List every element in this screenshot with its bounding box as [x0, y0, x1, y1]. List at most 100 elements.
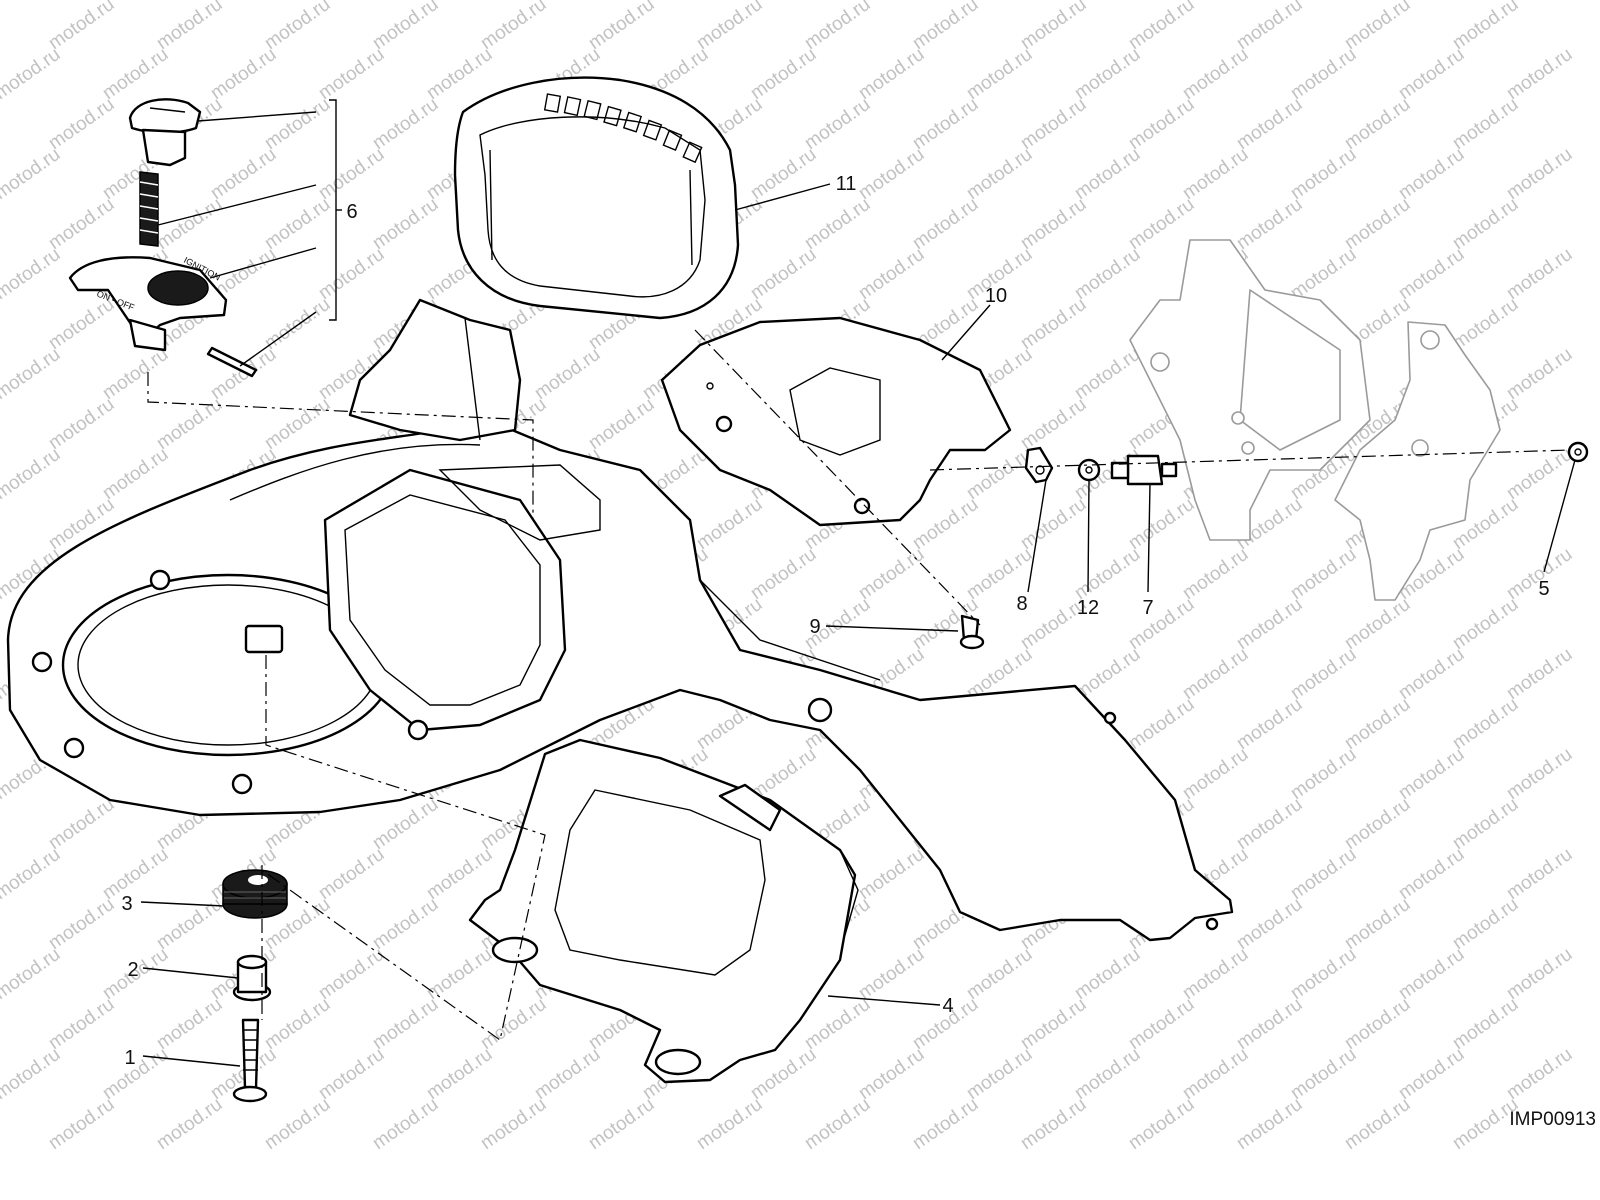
watermark-text: motod.ru	[1125, 0, 1198, 54]
watermark-text: motod.ru	[0, 144, 64, 204]
watermark-text: motod.ru	[1341, 594, 1414, 654]
watermark-text: motod.ru	[315, 944, 388, 1004]
watermark-text: motod.ru	[1287, 944, 1360, 1004]
image-code: IMP00913	[1509, 1109, 1596, 1130]
watermark-text: motod.ru	[1341, 1094, 1414, 1154]
watermark-text: motod.ru	[315, 44, 388, 104]
watermark-text: motod.ru	[1287, 244, 1360, 304]
watermark-text: motod.ru	[1449, 894, 1522, 954]
watermark-text: motod.ru	[1233, 194, 1306, 254]
watermark-text: motod.ru	[1395, 44, 1468, 104]
callout-7: 7	[1142, 597, 1153, 619]
watermark-text: motod.ru	[909, 0, 982, 54]
watermark-text: motod.ru	[1341, 194, 1414, 254]
watermark-text: motod.ru	[1503, 644, 1576, 704]
watermark-text: motod.ru	[1179, 944, 1252, 1004]
watermark-text: motod.ru	[423, 944, 496, 1004]
watermark-text: motod.ru	[1341, 94, 1414, 154]
watermark-text: motod.ru	[369, 0, 442, 54]
watermark-text: motod.ru	[585, 1094, 658, 1154]
watermark-text: motod.ru	[1233, 594, 1306, 654]
watermark-text: motod.ru	[1287, 744, 1360, 804]
callout-10: 10	[985, 285, 1007, 307]
washer-12	[1077, 458, 1101, 482]
watermark-text: motod.ru	[1125, 994, 1198, 1054]
watermark-text: motod.ru	[855, 544, 928, 604]
indicator-lights-strip	[543, 93, 703, 164]
watermark-text: motod.ru	[153, 394, 226, 454]
watermark-text: motod.ru	[0, 244, 64, 304]
callout-6: 6	[346, 201, 357, 223]
watermark-text: motod.ru	[477, 994, 550, 1054]
watermark-text: motod.ru	[801, 194, 874, 254]
watermark-text: motod.ru	[1449, 794, 1522, 854]
watermark-text: motod.ru	[369, 194, 442, 254]
instrument-support-cover	[660, 316, 1012, 527]
watermark-text: motod.ru	[1287, 544, 1360, 604]
watermark-text: motod.ru	[1341, 894, 1414, 954]
watermark-text: motod.ru	[261, 394, 334, 454]
watermark-text: motod.ru	[909, 494, 982, 554]
watermark-text: motod.ru	[1179, 744, 1252, 804]
screw-9	[959, 614, 985, 650]
watermark-text: motod.ru	[1395, 844, 1468, 904]
watermark-text: motod.ru	[1503, 944, 1576, 1004]
watermark-text: motod.ru	[1341, 694, 1414, 754]
mounting-screw	[232, 1018, 268, 1103]
watermark-text: motod.ru	[1017, 94, 1090, 154]
watermark-text: motod.ru	[531, 344, 604, 404]
watermark-text: motod.ru	[693, 1094, 766, 1154]
watermark-text: motod.ru	[1449, 594, 1522, 654]
watermark-text: motod.ru	[1503, 344, 1576, 404]
watermark-text: motod.ru	[1503, 844, 1576, 904]
watermark-text: motod.ru	[99, 844, 172, 904]
rubber-grommet	[222, 869, 288, 919]
watermark-text: motod.ru	[1395, 644, 1468, 704]
watermark-text: motod.ru	[423, 44, 496, 104]
watermark-text: motod.ru	[1341, 0, 1414, 54]
headlight-bracket-frame	[6, 298, 1234, 942]
bracket-mount-holes	[31, 569, 1219, 931]
speed-nut-8	[1024, 446, 1054, 484]
watermark-text: motod.ru	[1395, 744, 1468, 804]
watermark-text: motod.ru	[1017, 994, 1090, 1054]
watermark-text: motod.ru	[315, 244, 388, 304]
watermark-text: motod.ru	[1503, 44, 1576, 104]
watermark-text: motod.ru	[1449, 0, 1522, 54]
watermark-text: motod.ru	[1449, 194, 1522, 254]
watermark-text: motod.ru	[0, 844, 64, 904]
watermark-text: motod.ru	[585, 0, 658, 54]
watermark-text: motod.ru	[0, 344, 64, 404]
watermark-text: motod.ru	[423, 1044, 496, 1104]
watermark-text: motod.ru	[45, 994, 118, 1054]
watermark-text: motod.ru	[909, 194, 982, 254]
leader-lines	[140, 99, 1576, 1067]
watermark-text: motod.ru	[747, 44, 820, 104]
watermark-text: motod.ru	[1449, 294, 1522, 354]
watermark-text: motod.ru	[477, 0, 550, 54]
watermark-text: motod.ru	[747, 544, 820, 604]
watermark-text: motod.ru	[1395, 144, 1468, 204]
watermark-text: motod.ru	[1449, 694, 1522, 754]
watermark-text: motod.ru	[909, 94, 982, 154]
watermark-text: motod.ru	[1341, 794, 1414, 854]
watermark-text: motod.ru	[207, 144, 280, 204]
watermark-text: motod.ru	[1017, 0, 1090, 54]
watermark-text: motod.ru	[1395, 1044, 1468, 1104]
watermark-text: motod.ru	[1233, 894, 1306, 954]
watermark-text: motod.ru	[369, 894, 442, 954]
watermark-text: motod.ru	[1233, 694, 1306, 754]
watermark-text: motod.ru	[0, 444, 64, 504]
watermark-text: motod.ru	[477, 1094, 550, 1154]
watermark-text: motod.ru	[1017, 194, 1090, 254]
watermark-text: motod.ru	[99, 444, 172, 504]
watermark-text: motod.ru	[1233, 994, 1306, 1054]
watermark-text: motod.ru	[1071, 44, 1144, 104]
callout-12: 12	[1077, 597, 1099, 619]
watermark-text: motod.ru	[1341, 994, 1414, 1054]
watermark-text: motod.ru	[855, 844, 928, 904]
watermark-text: motod.ru	[1395, 244, 1468, 304]
watermark-text: motod.ru	[855, 144, 928, 204]
watermark-text: motod.ru	[747, 244, 820, 304]
watermark-text: motod.ru	[153, 1094, 226, 1154]
